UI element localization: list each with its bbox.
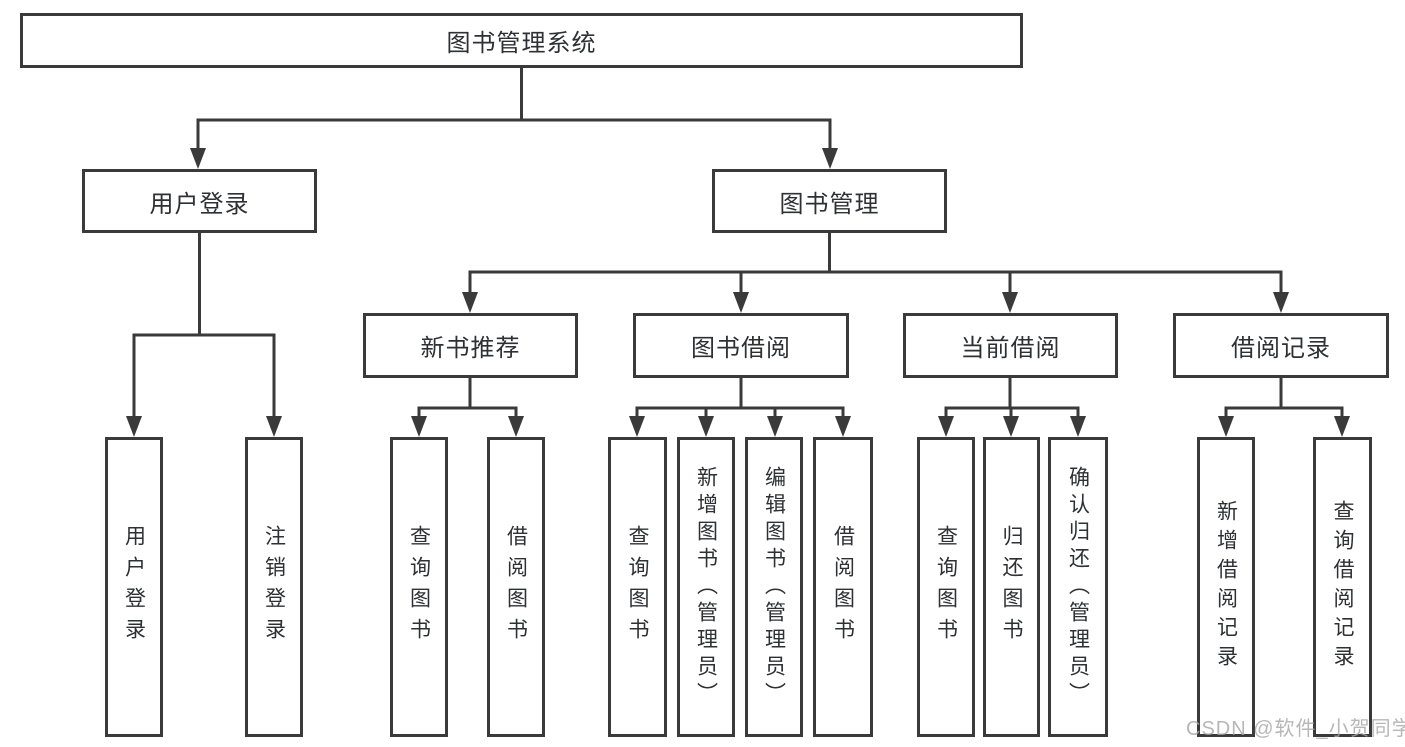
- node-borrow-records-label: 借阅记录: [1231, 335, 1331, 362]
- leaf-bb-borrow-book-label: 借阅图书: [831, 525, 855, 649]
- leaf-br-query-record-label: 查询借阅记录: [1331, 500, 1354, 674]
- node-new-book-recommend: 新书推荐: [363, 313, 578, 378]
- leaf-rec-query-book: 查询图书: [390, 437, 448, 737]
- leaf-cb-return-book: 归还图书: [983, 437, 1040, 737]
- leaf-bb-query-book: 查询图书: [608, 437, 667, 737]
- leaf-br-add-record-label: 新增借阅记录: [1214, 500, 1238, 674]
- leaf-bb-query-book-label: 查询图书: [626, 525, 649, 649]
- leaf-rec-borrow-book-label: 借阅图书: [504, 525, 528, 649]
- leaf-br-add-record: 新增借阅记录: [1197, 437, 1255, 737]
- node-borrow-records: 借阅记录: [1173, 313, 1389, 378]
- leaf-bb-add-book: 新增图书（管理员）: [677, 437, 735, 737]
- leaf-cb-query-book: 查询图书: [917, 437, 975, 737]
- node-user-login: 用户登录: [82, 169, 317, 233]
- node-root: 图书管理系统: [20, 13, 1023, 68]
- leaf-bb-edit-book: 编辑图书（管理员）: [745, 437, 803, 737]
- node-user-login-label: 用户登录: [149, 190, 250, 218]
- leaf-rec-query-book-label: 查询图书: [407, 525, 431, 649]
- csdn-watermark: CSDN @软件_小贺同学: [1186, 718, 1405, 740]
- leaf-logout: 注销登录: [245, 437, 303, 737]
- leaf-cb-confirm-return-label: 确认归还（管理员）: [1066, 465, 1090, 709]
- leaf-user-login-label: 用户登录: [122, 525, 146, 649]
- node-current-borrow-label: 当前借阅: [960, 335, 1061, 362]
- node-book-management: 图书管理: [712, 169, 947, 233]
- leaf-user-login: 用户登录: [105, 437, 163, 737]
- arrowheads: [126, 148, 1350, 437]
- leaf-br-query-record: 查询借阅记录: [1313, 437, 1372, 737]
- leaf-bb-edit-book-label: 编辑图书（管理员）: [762, 465, 786, 709]
- node-new-book-recommend-label: 新书推荐: [420, 335, 521, 362]
- leaf-cb-confirm-return: 确认归还（管理员）: [1048, 437, 1108, 737]
- node-book-borrow: 图书借阅: [633, 313, 849, 378]
- leaf-cb-return-book-label: 归还图书: [1000, 525, 1023, 649]
- node-book-borrow-label: 图书借阅: [691, 335, 791, 362]
- node-book-management-label: 图书管理: [779, 190, 880, 218]
- node-root-label: 图书管理系统: [446, 30, 597, 57]
- leaf-bb-borrow-book: 借阅图书: [813, 437, 873, 737]
- leaf-logout-label: 注销登录: [262, 525, 286, 649]
- node-current-borrow: 当前借阅: [903, 313, 1118, 378]
- leaf-cb-query-book-label: 查询图书: [934, 525, 958, 649]
- leaf-bb-add-book-label: 新增图书（管理员）: [694, 465, 718, 709]
- leaf-rec-borrow-book: 借阅图书: [487, 437, 545, 737]
